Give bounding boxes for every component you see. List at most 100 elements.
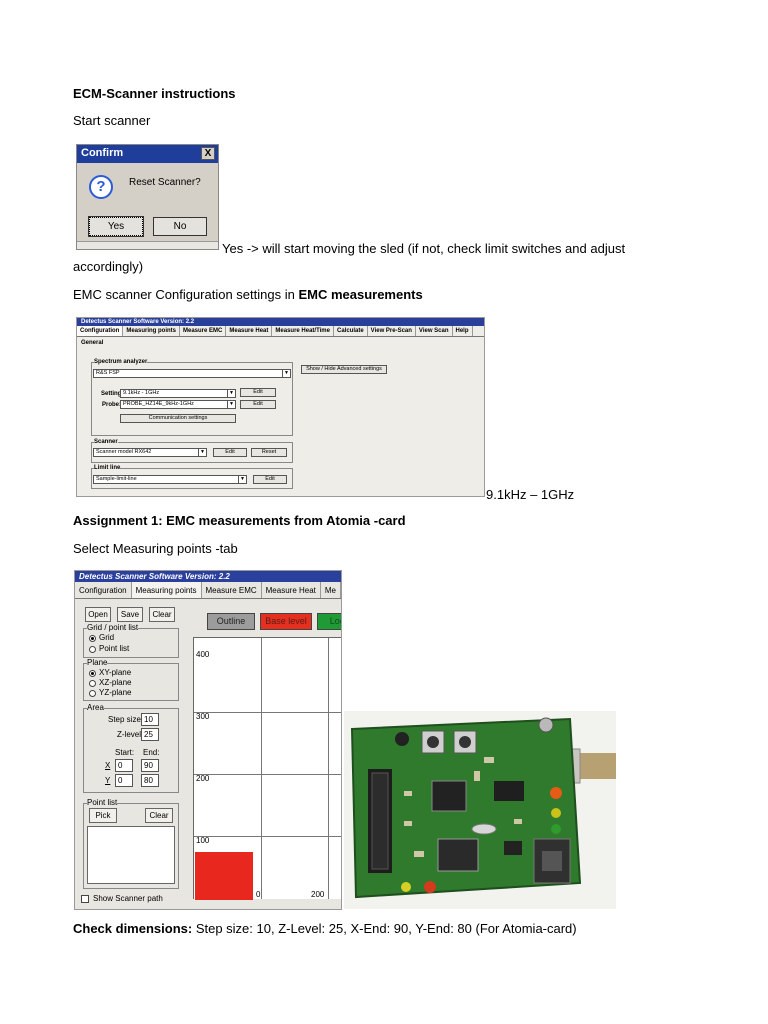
doc-title: ECM-Scanner instructions xyxy=(73,86,236,101)
spectrum-analyzer-group xyxy=(91,362,293,436)
open-button[interactable]: Open xyxy=(85,607,111,622)
end-label: End: xyxy=(143,748,160,757)
grid-label-100: 100 xyxy=(196,836,210,845)
tab-more[interactable]: Me xyxy=(321,582,341,598)
limit-line-select[interactable]: Sample-limit-line ▼ xyxy=(93,475,247,484)
point-list-box[interactable] xyxy=(87,826,175,884)
clear-button[interactable]: Clear xyxy=(149,607,175,622)
green-toggle[interactable]: Loc xyxy=(317,613,341,630)
close-icon[interactable]: X xyxy=(201,147,215,160)
limit-line-value: Sample-limit-line xyxy=(96,476,137,482)
tab-measure-heat-time[interactable]: Measure Heat/Time xyxy=(272,326,334,336)
setting-label: Setting: xyxy=(101,391,124,397)
y-start-input[interactable]: 0 xyxy=(115,774,133,787)
xy-plane-label: XY-plane xyxy=(99,668,132,677)
question-icon: ? xyxy=(89,175,113,199)
show-scanner-path-checkbox[interactable] xyxy=(81,895,89,903)
y-end-input[interactable]: 80 xyxy=(141,774,159,787)
spectrum-analyzer-value: R&S FSP xyxy=(96,370,120,376)
chevron-down-icon[interactable]: ▼ xyxy=(282,370,290,377)
chevron-down-icon[interactable]: ▼ xyxy=(227,390,235,397)
grid-line xyxy=(194,774,341,775)
tab-measure-heat[interactable]: Measure Heat xyxy=(226,326,273,336)
measuring-points-screenshot: Detectus Scanner Software Version: 2.2 C… xyxy=(74,570,342,910)
setting-value: 9.1kHz - 1GHz xyxy=(123,390,160,396)
z-level-label: Z-level: xyxy=(117,730,144,739)
grid-label-200: 200 xyxy=(196,774,210,783)
point-list-clear-button[interactable]: Clear xyxy=(145,808,173,823)
xz-plane-radio[interactable] xyxy=(89,680,96,687)
assignment-title: Assignment 1: EMC measurements from Atom… xyxy=(73,513,406,528)
step-size-label: Step size: xyxy=(108,715,144,724)
area-label: Area xyxy=(87,703,104,712)
tab-configuration[interactable]: Configuration xyxy=(77,326,124,336)
scanner-edit-button[interactable]: Edit xyxy=(213,448,247,457)
probe-select[interactable]: PROBE_HZ14E_9kHz-1GHz ▼ xyxy=(120,400,236,409)
spectrum-analyzer-select[interactable]: R&S FSP ▼ xyxy=(93,369,291,378)
tab-measure-emc[interactable]: Measure EMC xyxy=(202,582,262,598)
check-dimensions-label: Check dimensions: xyxy=(73,921,193,936)
tab-measure-heat[interactable]: Measure Heat xyxy=(262,582,321,598)
grid-line xyxy=(194,836,341,837)
setting-select[interactable]: 9.1kHz - 1GHz ▼ xyxy=(120,389,236,398)
x-start-input[interactable]: 0 xyxy=(115,759,133,772)
point-list-radio[interactable] xyxy=(89,646,96,653)
scanner-group xyxy=(91,442,293,463)
grid-label-x200: 200 xyxy=(311,890,325,899)
mp-title-bar: Detectus Scanner Software Version: 2.2 xyxy=(75,571,341,582)
scanner-reset-button[interactable]: Reset xyxy=(251,448,287,457)
yz-plane-radio[interactable] xyxy=(89,690,96,697)
scanner-select[interactable]: Scanner model RX642 ▼ xyxy=(93,448,207,457)
tab-calculate[interactable]: Calculate xyxy=(334,326,368,336)
setting-edit-button[interactable]: Edit xyxy=(240,388,276,397)
z-level-input[interactable]: 25 xyxy=(141,728,159,741)
emc-config-line: EMC scanner Configuration settings in EM… xyxy=(73,286,423,304)
configuration-screenshot: Detectus Scanner Software Version: 2.2 C… xyxy=(76,317,485,497)
limit-line-group xyxy=(91,468,293,489)
xy-plane-radio[interactable] xyxy=(89,670,96,677)
select-tab-text: Select Measuring points -tab xyxy=(73,541,238,556)
show-advanced-button[interactable]: Show / Hide Advanced settings xyxy=(301,365,387,374)
start-label: Start: xyxy=(115,748,135,757)
grid-radio[interactable] xyxy=(89,635,96,642)
chevron-down-icon[interactable]: ▼ xyxy=(198,449,206,456)
plane-group xyxy=(83,663,179,701)
yes-note-line2: accordingly) xyxy=(73,259,144,274)
step-size-input[interactable]: 10 xyxy=(141,713,159,726)
spectrum-analyzer-label: Spectrum analyzer xyxy=(94,359,148,365)
x-axis-label: X xyxy=(105,761,111,770)
outline-toggle[interactable]: Outline xyxy=(207,613,255,630)
tab-configuration[interactable]: Configuration xyxy=(75,582,132,598)
grid-point-list-label: Grid / point list xyxy=(87,623,139,632)
point-list-label: Point list xyxy=(87,798,118,807)
tab-help[interactable]: Help xyxy=(453,326,473,336)
base-level-toggle[interactable]: Base level xyxy=(260,613,312,630)
yes-button[interactable]: Yes xyxy=(88,216,144,237)
tab-measuring-points[interactable]: Measuring points xyxy=(123,326,180,336)
communication-settings-button[interactable]: Communication settings xyxy=(120,414,236,423)
plane-label: Plane xyxy=(87,658,108,667)
tab-view-scan[interactable]: View Scan xyxy=(416,326,453,336)
point-list-group xyxy=(83,803,179,889)
dialog-title: Confirm xyxy=(81,147,124,159)
tab-measure-emc[interactable]: Measure EMC xyxy=(180,326,227,336)
dialog-bottom-strip xyxy=(77,241,218,249)
chevron-down-icon[interactable]: ▼ xyxy=(227,401,235,408)
x-end-input[interactable]: 90 xyxy=(141,759,159,772)
pick-button[interactable]: Pick xyxy=(89,808,117,823)
general-subtab[interactable]: General xyxy=(81,340,104,346)
grid-point-list-group xyxy=(83,628,179,658)
yz-plane-label: YZ-plane xyxy=(99,688,132,697)
limit-line-edit-button[interactable]: Edit xyxy=(253,475,287,484)
xz-plane-label: XZ-plane xyxy=(99,678,132,687)
measuring-grid[interactable]: 400 300 200 100 0 200 xyxy=(193,637,341,900)
chevron-down-icon[interactable]: ▼ xyxy=(238,476,246,483)
save-button[interactable]: Save xyxy=(117,607,143,622)
area-group xyxy=(83,708,179,793)
grid-radio-label: Grid xyxy=(99,633,115,642)
tab-measuring-points[interactable]: Measuring points xyxy=(131,582,202,598)
config-tab-bar: Configuration Measuring points Measure E… xyxy=(77,326,484,337)
probe-edit-button[interactable]: Edit xyxy=(240,400,276,409)
tab-view-pre-scan[interactable]: View Pre-Scan xyxy=(368,326,416,336)
no-button[interactable]: No xyxy=(153,217,207,236)
